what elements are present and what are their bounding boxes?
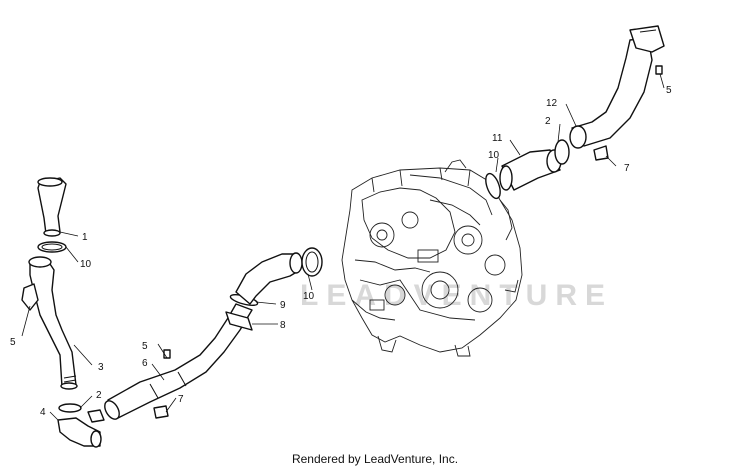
callout-6: 6 <box>142 358 148 369</box>
callout-10-right: 10 <box>488 150 500 161</box>
intake-boot-outlet <box>43 229 61 237</box>
callout-9: 9 <box>280 300 286 311</box>
callout-8: 8 <box>280 320 286 331</box>
snorkel-outlet <box>569 125 587 149</box>
push-rivet-part-7-right <box>593 145 609 161</box>
upper-duct-outlet <box>289 252 303 274</box>
callout-5-left: 5 <box>10 337 16 348</box>
leader-lines <box>21 73 665 421</box>
callout-2-right: 2 <box>545 116 551 127</box>
clamp-inner-ring <box>41 243 63 251</box>
duct-6-inlet <box>104 400 120 420</box>
callout-10-left: 10 <box>80 259 92 270</box>
callout-11: 11 <box>492 133 503 144</box>
duct-part-3 <box>29 257 77 388</box>
coupler-part-8 <box>225 311 253 331</box>
callout-5-right: 5 <box>666 85 672 96</box>
callout-labels: 1 10 5 3 2 4 5 6 7 9 8 10 10 11 2 12 7 5 <box>10 85 672 418</box>
push-rivet-part-7-middle <box>153 405 169 419</box>
callout-7-right: 7 <box>624 163 630 174</box>
duct-3-mount-bracket <box>21 283 39 311</box>
duct-3-top-opening <box>28 256 52 268</box>
clamp-part-2-left <box>58 403 82 413</box>
screw-part-5-right <box>655 65 663 75</box>
snorkel-cap-line <box>639 29 657 33</box>
callout-7-middle: 7 <box>178 394 184 405</box>
elbow-outlet <box>90 430 102 448</box>
clamp-inner-ring <box>305 251 319 273</box>
callout-3: 3 <box>98 362 104 373</box>
callout-4: 4 <box>40 407 46 418</box>
clamp-part-10-middle <box>301 247 323 277</box>
duct-3-ribs <box>63 375 77 383</box>
engine-assembly <box>341 159 523 357</box>
elbow-part-4 <box>57 417 101 447</box>
duct-3-bottom-opening <box>60 382 78 390</box>
snorkel-top-cap <box>629 25 665 53</box>
callout-1: 1 <box>82 232 88 243</box>
clamp-part-2-right <box>554 139 570 165</box>
callout-10-middle: 10 <box>303 291 315 302</box>
duct-part-11 <box>501 149 561 191</box>
intake-boot-opening <box>37 177 63 187</box>
footer-credit: Rendered by LeadVenture, Inc. <box>291 452 459 466</box>
small-clamp-lower <box>87 409 105 423</box>
callout-2-left: 2 <box>96 390 102 401</box>
duct-part-6 <box>107 303 253 419</box>
clamp-part-10-right <box>485 172 501 200</box>
duct-6-seams <box>149 371 187 399</box>
callout-5-middle: 5 <box>142 341 148 352</box>
callout-12: 12 <box>546 98 558 109</box>
duct-11-inlet <box>499 165 513 191</box>
